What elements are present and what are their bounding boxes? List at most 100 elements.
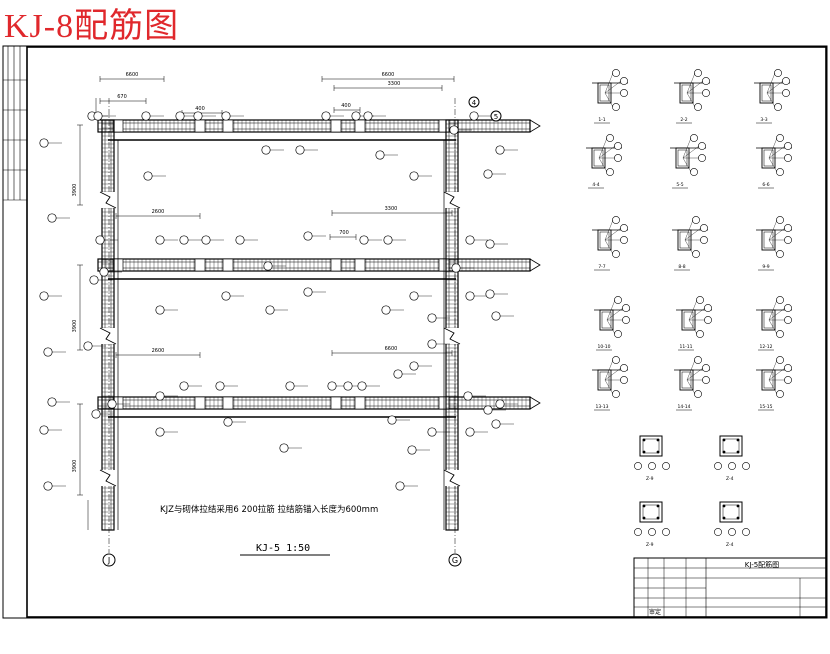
binding-strip	[3, 46, 27, 201]
dimension-lines	[77, 76, 455, 530]
beam-1	[97, 119, 541, 141]
callout-marker	[395, 481, 405, 491]
callout-marker	[95, 235, 105, 245]
section-detail: 12-12	[756, 296, 792, 351]
callout-marker	[465, 291, 475, 301]
section-label: 15-15	[759, 404, 772, 410]
section-detail: 8-8	[672, 216, 708, 271]
column-section: Z-4	[714, 435, 750, 482]
dim-beam-seg-b: 400	[341, 103, 351, 109]
callout-marker	[465, 235, 475, 245]
callout-marker	[393, 369, 403, 379]
callout-marker	[47, 213, 57, 223]
section-label: 5-5	[676, 182, 683, 188]
callout-marker	[47, 397, 57, 407]
callout-marker	[449, 125, 459, 135]
rebar-note: KJZ与砌体拉结采用6 200拉筋 拉结筋锚入长度为600mm	[160, 504, 378, 515]
column-section-label: Z-4	[726, 476, 734, 482]
column-section-label: Z-4	[726, 542, 734, 548]
callout-marker	[261, 145, 271, 155]
callout-markers	[39, 111, 518, 491]
callout-marker	[39, 291, 49, 301]
title-block	[633, 557, 827, 618]
callout-marker	[407, 445, 417, 455]
callout-marker	[427, 427, 437, 437]
dim-span-right: 6600	[382, 72, 395, 78]
callout-marker	[463, 391, 473, 401]
callout-marker	[91, 409, 101, 419]
section-detail: 9-9	[756, 216, 792, 271]
callout-marker	[469, 111, 479, 121]
callout-marker	[327, 381, 337, 391]
section-label: 9-9	[762, 264, 769, 270]
section-detail: 11-11	[676, 296, 712, 351]
dim-span-total: 6600	[126, 72, 139, 78]
callout-marker	[451, 263, 461, 273]
callout-marker	[285, 381, 295, 391]
callout-marker	[155, 427, 165, 437]
column-section: Z-9	[634, 435, 670, 482]
callout-marker	[83, 341, 93, 351]
section-label: 12-12	[759, 344, 772, 350]
dim-storey-3: 3900	[72, 460, 78, 473]
callout-marker	[143, 171, 153, 181]
callout-marker	[265, 305, 275, 315]
callout-marker	[215, 381, 225, 391]
outer-border	[2, 45, 828, 619]
callout-marker	[43, 481, 53, 491]
callout-marker	[179, 235, 189, 245]
beam-2	[97, 258, 541, 280]
view-label: KJ-5 1:50	[256, 543, 310, 554]
callout-marker	[363, 111, 373, 121]
section-detail: 10-10	[594, 296, 630, 351]
callout-marker	[483, 405, 493, 415]
callout-marker	[343, 381, 353, 391]
section-detail: 7-7	[592, 216, 628, 271]
column-section: Z-9	[634, 501, 670, 548]
callout-marker	[351, 111, 361, 121]
callout-marker	[89, 275, 99, 285]
dim-span-center-2: 3300	[385, 206, 398, 212]
axis-bubble-top-a: 4	[468, 96, 480, 108]
callout-marker	[141, 111, 151, 121]
column-section-label: Z-9	[646, 476, 654, 482]
callout-marker	[235, 235, 245, 245]
callout-marker	[485, 239, 495, 249]
callout-marker	[375, 150, 385, 160]
callout-marker	[99, 267, 109, 277]
callout-marker	[201, 235, 211, 245]
dim-short: 670	[117, 94, 127, 100]
callout-marker	[93, 111, 103, 121]
callout-marker	[427, 313, 437, 323]
section-label: 4-4	[592, 182, 599, 188]
axis-bubble-top-b: 5	[490, 110, 502, 122]
callout-marker	[193, 111, 203, 121]
column-right	[443, 119, 461, 531]
callout-marker	[387, 415, 397, 425]
dim-span-center-3: 6600	[385, 346, 398, 352]
callout-marker	[359, 235, 369, 245]
callout-marker	[221, 291, 231, 301]
section-detail: 4-4	[586, 134, 622, 189]
section-label: 3-3	[760, 117, 767, 123]
callout-marker	[321, 111, 331, 121]
frame-elevation	[77, 76, 541, 553]
section-label: 6-6	[762, 182, 769, 188]
callout-marker	[295, 145, 305, 155]
callout-marker	[495, 399, 505, 409]
callout-marker	[409, 291, 419, 301]
callout-marker	[409, 361, 419, 371]
column-left	[99, 119, 117, 531]
section-label: 7-7	[598, 264, 605, 270]
svg-text:J: J	[107, 556, 110, 565]
dim-span-left: 2600	[152, 209, 165, 215]
callout-marker	[427, 339, 437, 349]
page-title: KJ-8配筋图	[4, 8, 180, 45]
dim-storey-1: 3900	[72, 184, 78, 197]
callout-marker	[491, 311, 501, 321]
dim-span-center: 3300	[388, 81, 401, 87]
callout-marker	[409, 171, 419, 181]
beam-3	[97, 396, 541, 418]
